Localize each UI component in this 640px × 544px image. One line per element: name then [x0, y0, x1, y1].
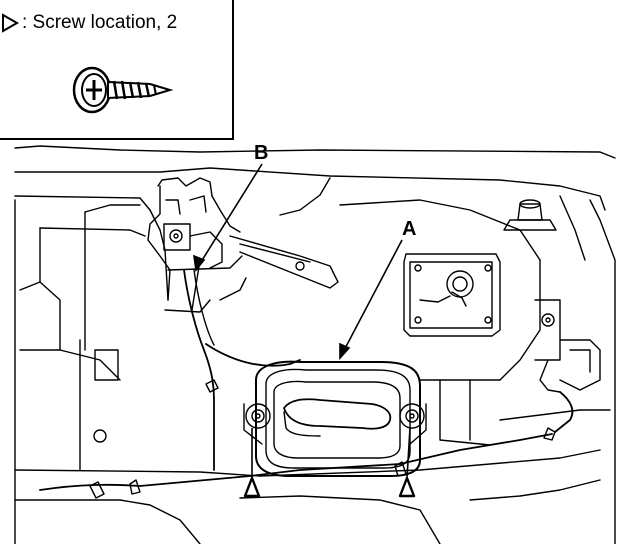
callout-b-label: B [254, 142, 269, 164]
legend-triangle-icon [1, 13, 20, 33]
screw-icon [72, 66, 174, 114]
screw-location-triangle-1 [243, 476, 261, 498]
legend-screw-text: : Screw location, 2 [22, 12, 178, 33]
callout-a-label: A [402, 218, 417, 240]
screw-location-triangle-2 [398, 476, 416, 498]
legend-box: : Screw location, 2 [0, 0, 234, 140]
